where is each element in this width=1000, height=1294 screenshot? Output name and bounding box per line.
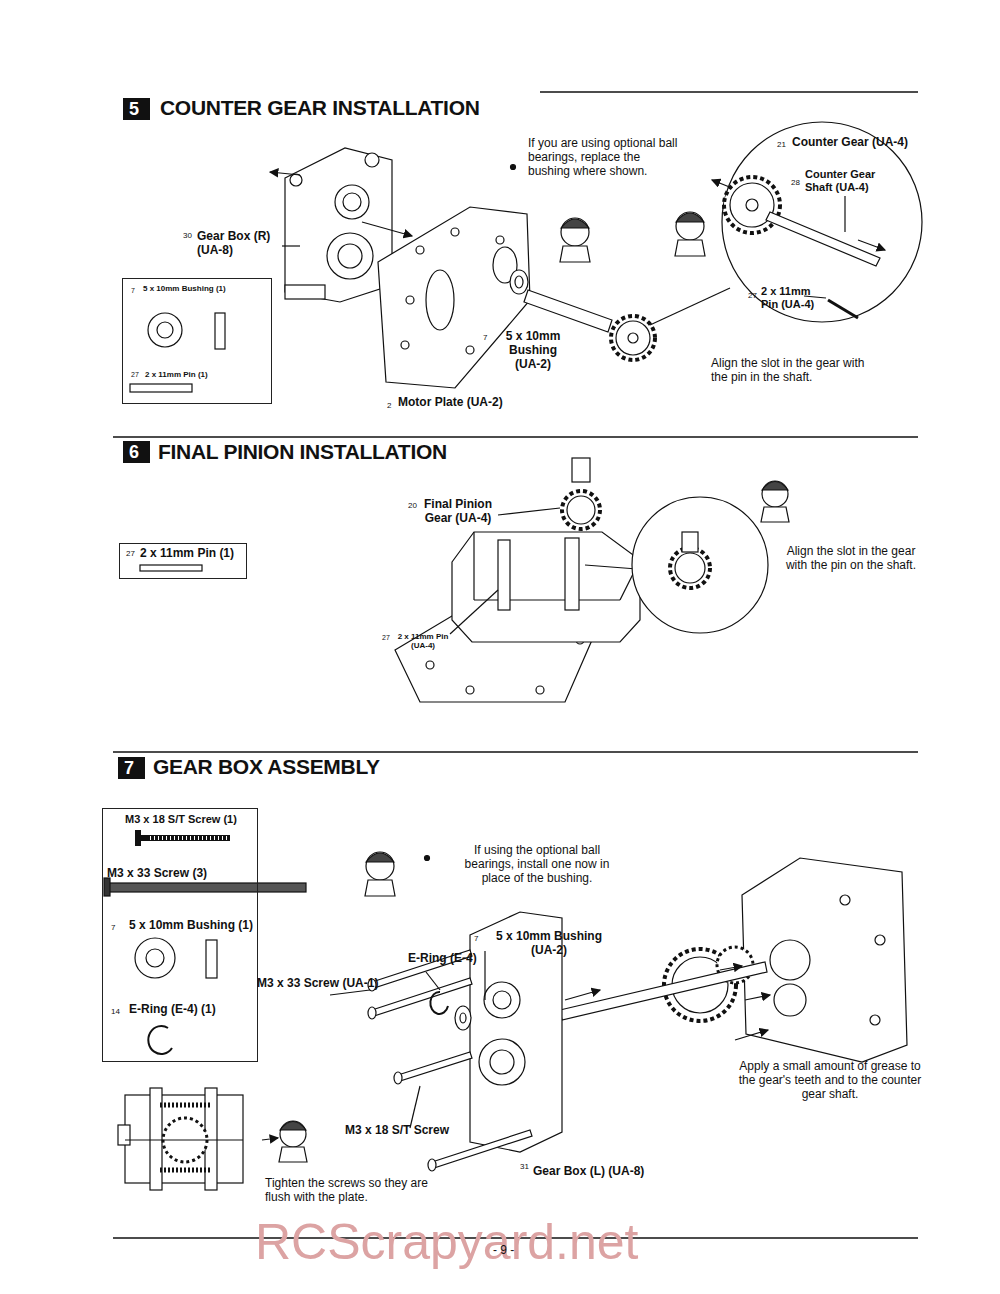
part-name: Gear Box (R) (UA-8) bbox=[197, 230, 277, 258]
part-name: 5 x 10mm Bushing (1) bbox=[143, 284, 226, 293]
step-number: 6 bbox=[123, 441, 145, 463]
page-number: - 9 - bbox=[493, 1244, 514, 1258]
part-name: 2 x 11mm Pin (UA-4) bbox=[394, 632, 452, 650]
part-name: 2 x 11mm Pin (1) bbox=[140, 547, 234, 561]
parts-box: M3 x 18 S/T Screw (1) M3 x 33 Screw (3) 7 5… bbox=[102, 808, 258, 1062]
note-text: If using the optional ball bearings, ins… bbox=[458, 844, 616, 885]
step-badge: 6 bbox=[123, 441, 150, 463]
part-name: Counter Gear Shaft (UA-4) bbox=[805, 168, 877, 193]
callout-number: 31 bbox=[520, 1162, 529, 1171]
callout-number: 7 bbox=[131, 287, 135, 295]
callout-number: 14 bbox=[111, 1007, 120, 1016]
note-text: Align the slot in the gear with the pin … bbox=[776, 545, 926, 573]
parts-box: 7 5 x 10mm Bushing (1) 27 2 x 11mm Pin (1) bbox=[122, 278, 272, 404]
part-name: 5 x 10mm Bushing (UA-2) bbox=[484, 930, 614, 958]
callout-number: 7 bbox=[474, 934, 478, 943]
part-name: 5 x 10mm Bushing (UA-2) bbox=[497, 330, 569, 371]
mascot bbox=[560, 218, 590, 262]
callout-number: 21 bbox=[777, 140, 786, 149]
note-text: Tighten the screws so they are flush wit… bbox=[265, 1177, 430, 1205]
part-name: M3 x 18 S/T Screw bbox=[345, 1124, 449, 1138]
part-name: 2 x 11mm Pin (1) bbox=[145, 370, 208, 379]
part-name: Counter Gear (UA-4) bbox=[792, 136, 908, 150]
part-name: M3 x 33 Screw (3) bbox=[107, 867, 207, 881]
part-name: Gear Box (L) (UA-8) bbox=[533, 1165, 644, 1179]
section-heading: GEAR BOX ASSEMBLY bbox=[153, 755, 380, 779]
part-name: Motor Plate (UA-2) bbox=[398, 396, 503, 410]
section-heading: FINAL PINION INSTALLATION bbox=[158, 440, 447, 464]
callout-number: 30 bbox=[183, 231, 192, 240]
callout-number: 7 bbox=[483, 333, 487, 342]
part-name: E-Ring (E-4) bbox=[408, 952, 477, 966]
callout-number: 2 bbox=[387, 401, 391, 410]
callout-number: 27 bbox=[382, 634, 390, 642]
part-name: 5 x 10mm Bushing (1) bbox=[129, 919, 253, 933]
step-badge: 5 bbox=[123, 98, 150, 120]
parts-box: 27 2 x 11mm Pin (1) bbox=[119, 543, 247, 579]
step-number: 7 bbox=[118, 757, 140, 779]
step-number: 5 bbox=[123, 98, 145, 120]
part-name: E-Ring (E-4) (1) bbox=[129, 1003, 216, 1017]
part-name: Final Pinion Gear (UA-4) bbox=[420, 498, 496, 526]
part-name: 2 x 11mm Pin (UA-4) bbox=[761, 285, 829, 310]
section-heading: COUNTER GEAR INSTALLATION bbox=[160, 96, 480, 120]
step-badge: 7 bbox=[118, 757, 145, 779]
note-text: Align the slot in the gear with the pin … bbox=[711, 357, 871, 385]
callout-number: 28 bbox=[791, 178, 800, 187]
part-name: M3 x 18 S/T Screw (1) bbox=[125, 813, 237, 826]
callout-number: 7 bbox=[111, 923, 115, 932]
callout-number: 27 bbox=[131, 371, 139, 379]
callout-number: 20 bbox=[408, 501, 417, 510]
note-text: If you are using optional ball bearings,… bbox=[528, 137, 678, 178]
part-name: M3 x 33 Screw (UA-1) bbox=[257, 977, 378, 991]
note-text: Apply a small amount of grease to the ge… bbox=[732, 1060, 928, 1101]
callout-number: 27 bbox=[748, 291, 757, 300]
watermark: RCScrapyard.net bbox=[255, 1214, 639, 1272]
callout-number: 27 bbox=[126, 549, 135, 558]
